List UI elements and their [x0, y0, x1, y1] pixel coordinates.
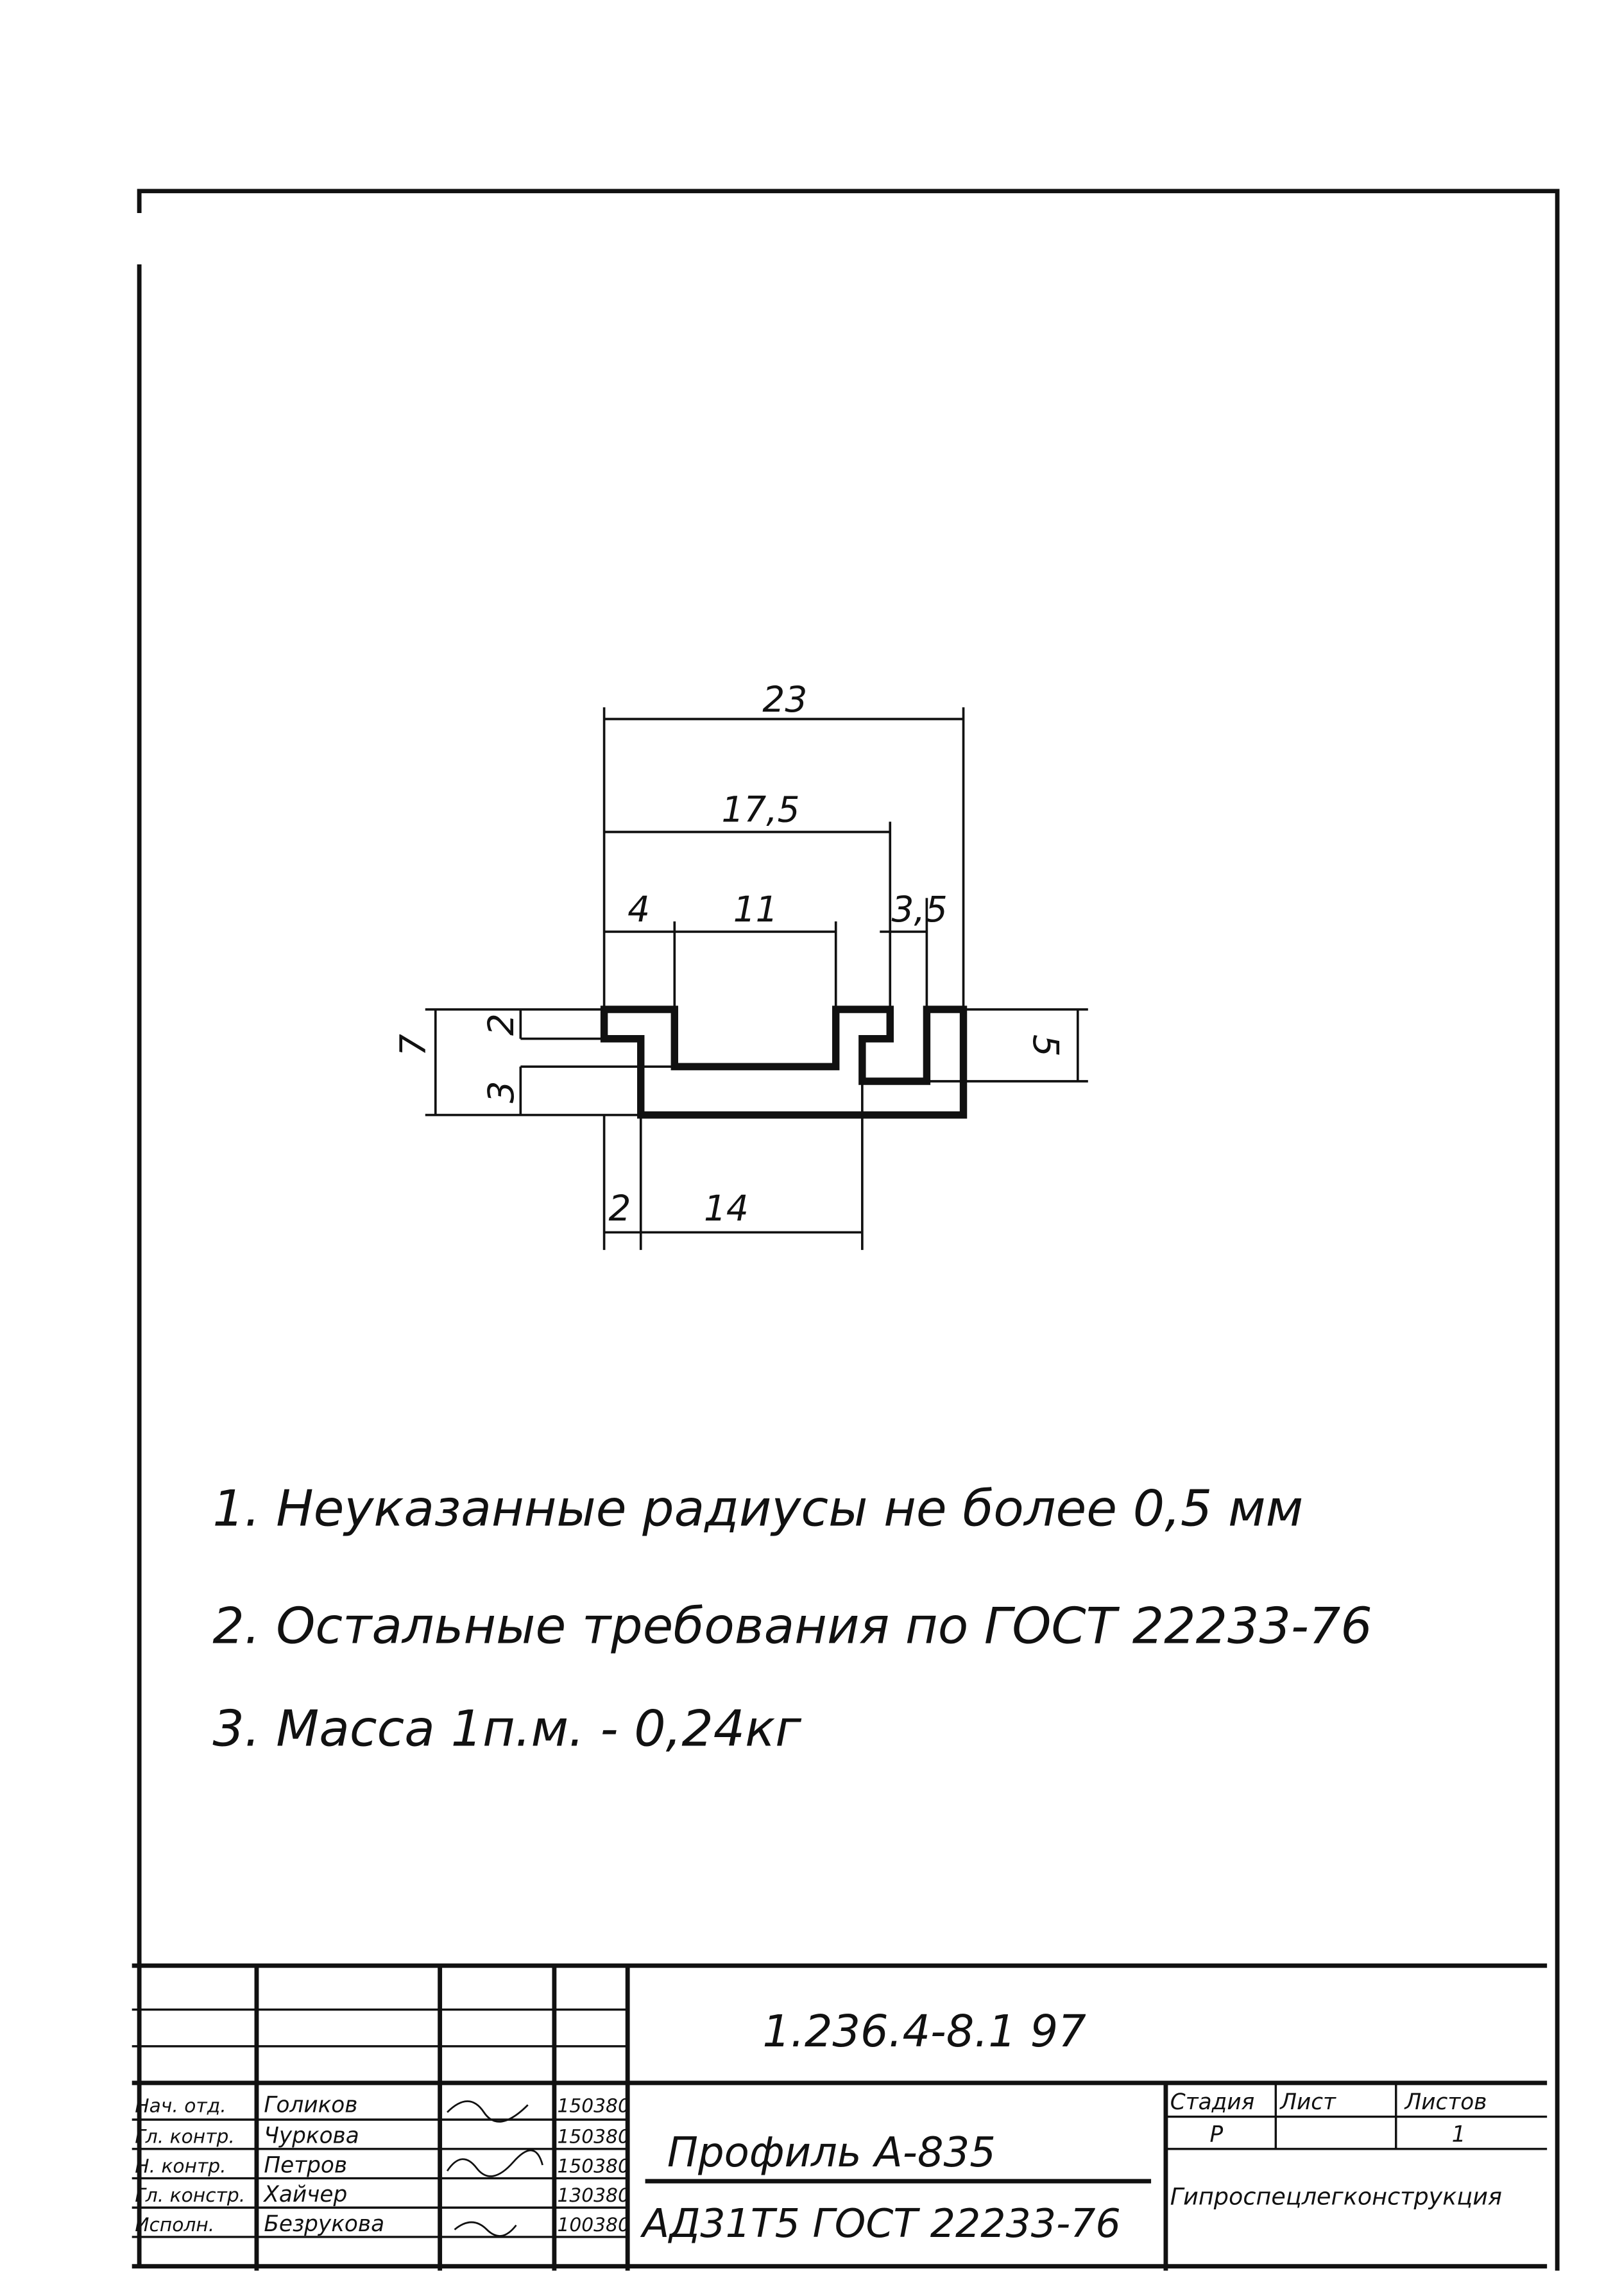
role: Гл. констр. — [135, 2184, 245, 2207]
dim-5: 5 — [1025, 1034, 1066, 1057]
dim-17-5: 17,5 — [721, 789, 799, 830]
dim-2-bottom: 2 — [608, 1188, 631, 1229]
note-3: 3. Масса 1п.м. - 0,24кг — [212, 1700, 802, 1758]
dimension-lines — [425, 707, 1088, 1250]
dim-4: 4 — [627, 889, 650, 930]
note-1: 1. Неуказанные радиусы не более 0,5 мм — [212, 1480, 1303, 1538]
sheets-value: 1 — [1452, 2121, 1466, 2147]
dim-3-5: 3,5 — [892, 889, 948, 930]
drawing-title: Профиль А-835 — [667, 2129, 996, 2177]
organization: Гипроспецлегконструкция — [1170, 2183, 1502, 2211]
name: Безрукова — [264, 2211, 384, 2237]
name: Чуркова — [264, 2123, 359, 2149]
role: Нач. отд. — [135, 2095, 226, 2118]
date: 100380 — [557, 2214, 629, 2236]
material-spec: АД31Т5 ГОСТ 22233-76 — [640, 2200, 1121, 2247]
stage-label: Стадия — [1170, 2089, 1254, 2115]
date: 150380 — [557, 2126, 629, 2148]
dim-14: 14 — [704, 1188, 749, 1229]
dim-11: 11 — [733, 889, 778, 930]
signature-row: Нач. отд. Голиков 150380 — [135, 2093, 630, 2118]
name: Голиков — [264, 2093, 357, 2118]
date: 150380 — [557, 2155, 629, 2177]
signature-row: Гл. констр. Хайчер 130380 — [135, 2182, 630, 2207]
profile-section — [600, 1006, 968, 1119]
document-code: 1.236.4-8.1 97 — [762, 2006, 1086, 2057]
dim-2-left: 2 — [481, 1013, 522, 1036]
date: 130380 — [557, 2184, 629, 2207]
signature-row: Гл. контр. Чуркова 150380 — [135, 2123, 630, 2149]
dim-23: 23 — [762, 679, 807, 720]
role: Исполн. — [135, 2214, 214, 2236]
dim-3-left: 3 — [481, 1081, 522, 1103]
dimension-labels: 23 17,5 4 11 3,5 2 14 7 2 3 5 — [393, 679, 1066, 1229]
sheet-label: Лист — [1279, 2089, 1336, 2115]
sheets-label: Листов — [1403, 2089, 1487, 2115]
handwritten-signatures — [446, 2100, 543, 2237]
date: 150380 — [557, 2095, 629, 2118]
title-block: 1.236.4-8.1 97 Профиль А-835 АД31Т5 ГОСТ… — [132, 1963, 1548, 2271]
signature-row: Н. контр. Петров 150380 — [135, 2152, 630, 2178]
name: Хайчер — [262, 2182, 347, 2207]
dim-7: 7 — [393, 1034, 434, 1056]
stage-value: Р — [1210, 2121, 1224, 2147]
sheet-frame — [137, 189, 1560, 2271]
role: Гл. контр. — [135, 2126, 235, 2148]
name: Петров — [264, 2152, 347, 2178]
role: Н. контр. — [135, 2155, 226, 2177]
signature-row: Исполн. Безрукова 100380 — [135, 2211, 630, 2237]
note-2: 2. Остальные требования по ГОСТ 22233-76 — [212, 1597, 1372, 1655]
